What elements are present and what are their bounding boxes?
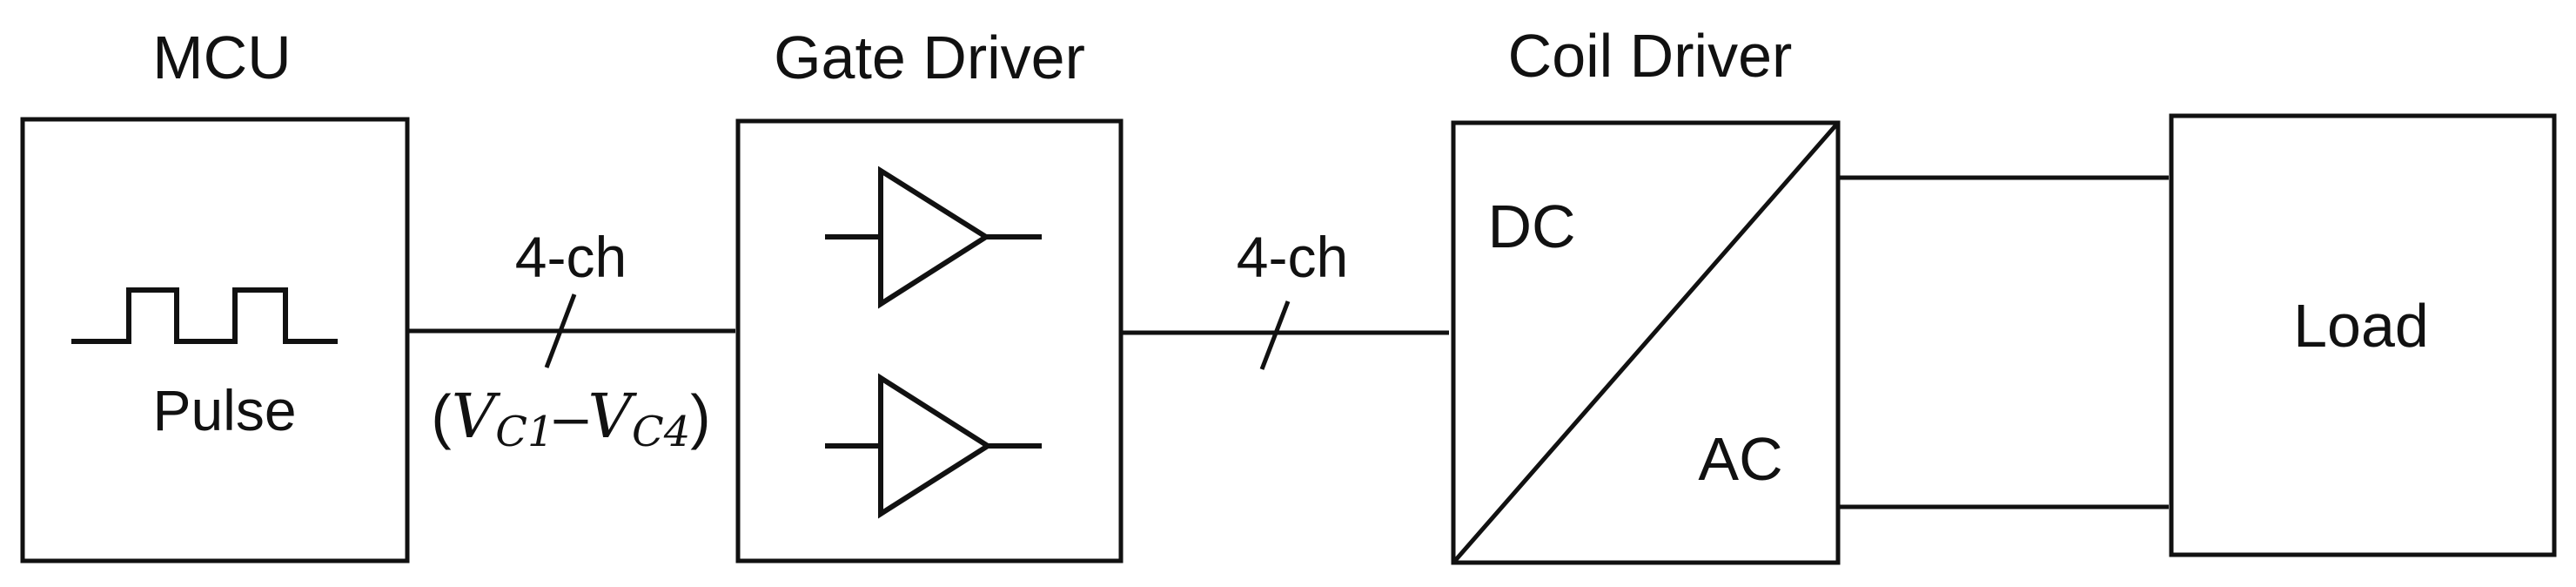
coil-driver-title: Coil Driver bbox=[1508, 22, 1793, 90]
mcu-bus-slash bbox=[544, 294, 577, 368]
buffer-1-icon bbox=[825, 165, 1042, 309]
pulse-waveform-icon bbox=[71, 287, 338, 344]
buffer-2-icon bbox=[825, 373, 1042, 519]
mcu-signal-label: (VC1–VC4) bbox=[431, 381, 710, 456]
dc-ac-divider bbox=[1452, 121, 1840, 564]
gate-bus-label: 4-ch bbox=[1237, 225, 1348, 289]
gate-driver-title: Gate Driver bbox=[774, 24, 1085, 91]
load-label: Load bbox=[2293, 292, 2429, 360]
gate-bus-slash bbox=[1259, 300, 1291, 370]
load-block bbox=[2169, 113, 2557, 557]
gate-driver-block bbox=[735, 118, 1124, 563]
mcu-title: MCU bbox=[152, 24, 291, 91]
mcu-bus-label: 4-ch bbox=[515, 225, 627, 289]
coil-ac-label: AC bbox=[1698, 425, 1782, 493]
coil-dc-label: DC bbox=[1487, 192, 1575, 260]
mcu-pulse-label: Pulse bbox=[152, 378, 296, 442]
